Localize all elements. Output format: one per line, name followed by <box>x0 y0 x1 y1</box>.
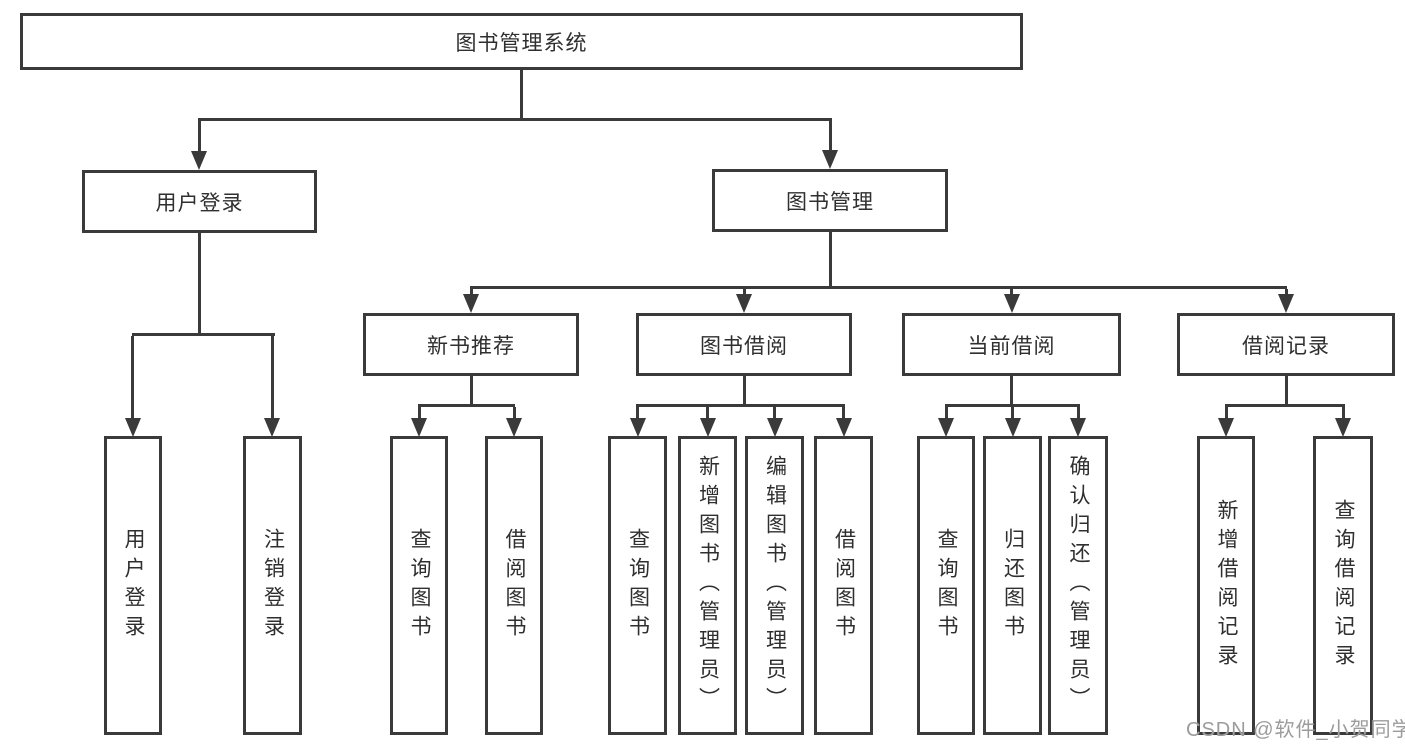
leaf-query-books-recommend: 查询图书 <box>390 436 448 735</box>
leaf-query-borrow-record: 查询借阅记录 <box>1313 436 1373 735</box>
arrow-down-icon <box>264 418 280 437</box>
arrow-down-icon <box>411 418 427 437</box>
leaf-query-books-borrowing: 查询图书 <box>608 436 667 735</box>
connector-leaf-stem <box>513 407 516 420</box>
leaf-add-book-admin: 新增图书（管理员） <box>678 436 737 735</box>
leaf-query-books-current: 查询图书 <box>917 436 975 735</box>
connector-book-mgmt-stem <box>829 121 832 153</box>
arrow-down-icon <box>1218 418 1234 437</box>
csdn-watermark: CSDN @软件_小贺同学 <box>1186 719 1405 741</box>
arrow-down-icon <box>1070 418 1086 437</box>
connector-leaf-stem <box>706 407 709 420</box>
arrow-down-icon <box>938 418 954 437</box>
connector-borrowing-rail <box>636 404 845 407</box>
connector-book-mgmt-down <box>829 232 832 286</box>
connector-user-login-down <box>198 233 201 334</box>
leaf-edit-book-admin: 编辑图书（管理员） <box>745 436 804 735</box>
leaf-add-borrow-record: 新增借阅记录 <box>1197 436 1255 735</box>
node-borrowing-records: 借阅记录 <box>1177 313 1395 376</box>
leaf-borrow-books-recommend: 借阅图书 <box>485 436 543 735</box>
connector-borrowing-down <box>743 376 746 405</box>
connector-leaf-stem <box>1077 407 1080 420</box>
arrow-down-icon <box>191 151 207 170</box>
connector-leaf-stem <box>418 407 421 420</box>
connector-leaf-stem <box>773 407 776 420</box>
connector-leaf-stem <box>1011 407 1014 420</box>
arrow-down-icon <box>700 418 716 437</box>
arrow-down-icon <box>1335 418 1351 437</box>
arrow-down-icon <box>630 418 646 437</box>
arrow-down-icon <box>1005 418 1021 437</box>
arrow-down-icon <box>1278 294 1294 313</box>
connector-leaf-stem <box>131 336 134 420</box>
arrow-down-icon <box>506 418 522 437</box>
connector-current-rail <box>945 404 1080 407</box>
connector-root-stem <box>520 70 523 121</box>
connector-leaf-stem <box>1225 407 1228 420</box>
connector-records-rail <box>1225 404 1345 407</box>
connector-level3-stem <box>470 289 473 297</box>
connector-recommend-rail <box>418 404 515 407</box>
node-book-borrowing: 图书借阅 <box>636 313 852 376</box>
connector-user-login-rail <box>132 333 275 336</box>
node-current-borrowing: 当前借阅 <box>902 313 1121 376</box>
connector-recommend-down <box>470 376 473 405</box>
connector-records-down <box>1285 376 1288 405</box>
arrow-down-icon <box>125 418 141 437</box>
connector-level3-rail <box>470 286 1287 289</box>
connector-user-login-stem <box>198 121 201 154</box>
connector-level3-stem <box>1010 289 1013 297</box>
arrow-down-icon <box>1004 294 1020 313</box>
connector-leaf-stem <box>636 407 639 420</box>
leaf-borrow-books-borrowing: 借阅图书 <box>814 436 873 735</box>
connector-leaf-stem <box>945 407 948 420</box>
connector-leaf-stem <box>842 407 845 420</box>
node-book-management: 图书管理 <box>712 169 948 232</box>
arrow-down-icon <box>836 418 852 437</box>
leaf-confirm-return-admin: 确认归还（管理员） <box>1048 436 1108 735</box>
node-new-book-recommend: 新书推荐 <box>363 313 579 376</box>
leaf-logout: 注销登录 <box>243 436 302 735</box>
connector-level3-stem <box>1285 289 1288 297</box>
node-root-library-system: 图书管理系统 <box>20 13 1023 70</box>
arrow-down-icon <box>736 294 752 313</box>
leaf-user-login: 用户登录 <box>104 436 162 735</box>
node-user-login: 用户登录 <box>82 170 317 233</box>
leaf-return-books: 归还图书 <box>983 436 1042 735</box>
connector-level3-stem <box>743 289 746 297</box>
arrow-down-icon <box>463 294 479 313</box>
arrow-down-icon <box>822 150 838 169</box>
connector-current-down <box>1010 376 1013 405</box>
arrow-down-icon <box>767 418 783 437</box>
connector-level2-rail <box>198 118 832 121</box>
connector-leaf-stem <box>271 336 274 420</box>
connector-leaf-stem <box>1342 407 1345 420</box>
